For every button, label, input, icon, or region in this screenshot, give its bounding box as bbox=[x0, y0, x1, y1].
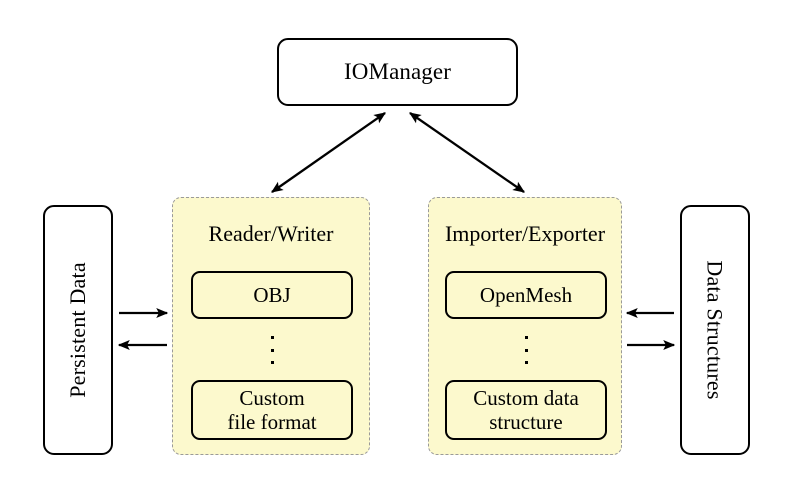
iomanager-label: IOManager bbox=[344, 59, 451, 84]
importer-exporter-title: Importer/Exporter bbox=[444, 221, 606, 246]
reader-writer-title: Reader/Writer bbox=[208, 221, 334, 246]
persistent-data-box[interactable]: Persistent Data bbox=[43, 205, 113, 455]
arrow-manager-to-reader-writer bbox=[271, 112, 386, 193]
reader-writer-ellipsis-icon bbox=[265, 336, 279, 364]
item-obj-label: OBJ bbox=[253, 282, 291, 307]
arrow-manager-to-importer-exporter bbox=[409, 112, 525, 193]
data-structures-box[interactable]: Data Structures bbox=[680, 205, 750, 455]
item-obj[interactable]: OBJ bbox=[191, 271, 353, 319]
iomanager-box[interactable]: IOManager bbox=[277, 38, 518, 106]
data-structures-label: Data Structures bbox=[703, 260, 729, 400]
persistent-data-label: Persistent Data bbox=[65, 262, 90, 398]
item-openmesh-label: OpenMesh bbox=[479, 282, 573, 307]
importer-exporter-ellipsis-icon bbox=[519, 336, 533, 364]
item-openmesh[interactable]: OpenMesh bbox=[445, 271, 607, 319]
